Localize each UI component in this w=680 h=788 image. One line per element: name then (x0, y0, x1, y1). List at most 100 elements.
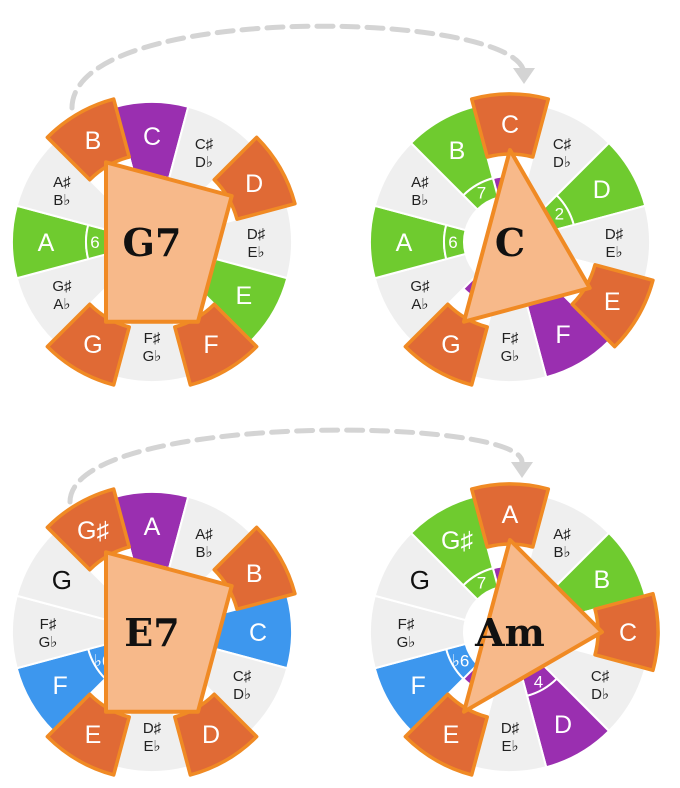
chord-tone-e: E (45, 692, 131, 777)
note-label: F (555, 321, 570, 349)
chord-tone-d: D (173, 692, 259, 777)
chord-tone-c: C (593, 591, 660, 673)
note-label: D♯ (501, 720, 520, 737)
chord-tone-b: B (212, 525, 297, 611)
chord-tone-label: G♯ (77, 517, 109, 545)
note-label: D (554, 711, 572, 739)
chord-tone-sector (45, 302, 131, 387)
note-label: G (410, 565, 430, 595)
chord-tone-e: E (570, 263, 655, 349)
chord-tone-sector (212, 135, 297, 221)
note-segment-g-sharp: 7G♯ (409, 495, 500, 601)
note-label: D♯ (605, 226, 624, 243)
chord-tone-label: B (246, 560, 263, 588)
chord-name: C (495, 220, 525, 265)
chord-name: Am (474, 610, 545, 655)
transition-arrow-head (513, 68, 535, 84)
chord-tone-sector (212, 525, 297, 611)
note-label: D♭ (591, 686, 609, 703)
degree-label: 2 (555, 205, 564, 224)
note-label: A♭ (411, 296, 428, 313)
chord-tone-a: A (469, 482, 551, 549)
note-segment-a: 6A (369, 204, 467, 280)
note-label: G♭ (501, 348, 520, 365)
chord-tone-label: C (501, 111, 519, 139)
note-label: C♯ (591, 668, 610, 685)
chord-tone-sector (593, 591, 660, 673)
note-segment-d: 2D (541, 141, 647, 232)
chord-tone-label: F (203, 331, 218, 359)
chord-tone-sector (469, 92, 551, 159)
transition-arrow-curve (69, 23, 527, 111)
chord-tone-label: E (604, 288, 621, 316)
note-label: A♯ (411, 174, 429, 191)
chord-tone-g-sharp: G♯ (45, 487, 131, 572)
chord-tone-g: G (403, 302, 489, 387)
note-label: A (144, 513, 161, 541)
note-label: E♭ (143, 738, 160, 755)
chord-tone-g: G (45, 302, 131, 387)
note-label: D♯ (247, 226, 266, 243)
degree-label: 6 (448, 233, 457, 252)
degree-label: 7 (477, 574, 486, 593)
note-segment-a: 6A (11, 204, 109, 280)
note-segment-f: ♭6F (373, 642, 479, 733)
note-label: C (249, 619, 267, 647)
note-label: E♭ (247, 244, 264, 261)
note-label: A♯ (195, 526, 213, 543)
chord-tone-label: C (619, 619, 637, 647)
chord-tone-e: E (403, 692, 489, 777)
note-label: B♭ (195, 544, 212, 561)
note-label: F♯ (398, 616, 415, 633)
chord-tone-f: F (173, 302, 259, 387)
chord-wheel-g7: 1CC♯D♭2D♯E♭3E4F♯G♭5G♯A♭6AA♯B♭7DFGBG7 (11, 97, 297, 387)
note-label: B (449, 137, 466, 165)
note-label: F♯ (502, 330, 519, 347)
note-label: A♯ (53, 174, 71, 191)
chord-tone-label: D (202, 721, 220, 749)
chord-tone-sector (570, 263, 655, 349)
chord-tone-sector (403, 692, 489, 777)
degree-label: 7 (477, 184, 486, 203)
note-label: F (411, 672, 426, 700)
chord-tone-label: D (245, 170, 263, 198)
chord-tone-sector (45, 692, 131, 777)
note-label: D (593, 176, 611, 204)
note-label: A (396, 229, 413, 257)
chord-tone-label: A (502, 501, 519, 529)
degree-label: ♭6 (452, 652, 469, 671)
note-label: E (235, 282, 252, 310)
chord-tone-label: B (85, 127, 102, 155)
note-label: B♭ (411, 192, 428, 209)
note-label: G (52, 565, 72, 595)
note-label: G♭ (143, 348, 162, 365)
chord-tone-label: E (443, 721, 460, 749)
note-label: A♯ (553, 526, 571, 543)
chord-tone-sector (173, 302, 259, 387)
chord-wheel-e7: 1AA♯B♭2♭3CC♯D♭4D♯E♭5♭6FF♯G♭G7BDEG♯E7 (11, 487, 297, 777)
chord-tone-label: G (441, 331, 460, 359)
note-label: F (53, 672, 68, 700)
degree-label: 4 (534, 672, 543, 691)
chord-wheels: 1CC♯D♭2D♯E♭3E4F♯G♭5G♯A♭6AA♯B♭7DFGBG71C♯D… (11, 92, 660, 777)
note-label: D♭ (195, 154, 213, 171)
note-label: G♭ (39, 634, 58, 651)
note-label: F♯ (40, 616, 57, 633)
note-label: B♭ (53, 192, 70, 209)
note-label: G♯ (52, 278, 72, 295)
chord-tone-label: G (83, 331, 102, 359)
note-label: C♯ (553, 136, 572, 153)
degree-label: 6 (90, 233, 99, 252)
note-label: B (593, 566, 610, 594)
transition-arrow-curve (67, 427, 525, 505)
chord-name: E7 (124, 610, 179, 655)
note-label: C♯ (195, 136, 214, 153)
chord-tone-d: D (212, 135, 297, 221)
chord-tone-label: E (85, 721, 102, 749)
transition-arrows (67, 23, 535, 505)
note-label: A (38, 229, 55, 257)
chord-shape (462, 148, 592, 324)
note-label: C♯ (233, 668, 252, 685)
